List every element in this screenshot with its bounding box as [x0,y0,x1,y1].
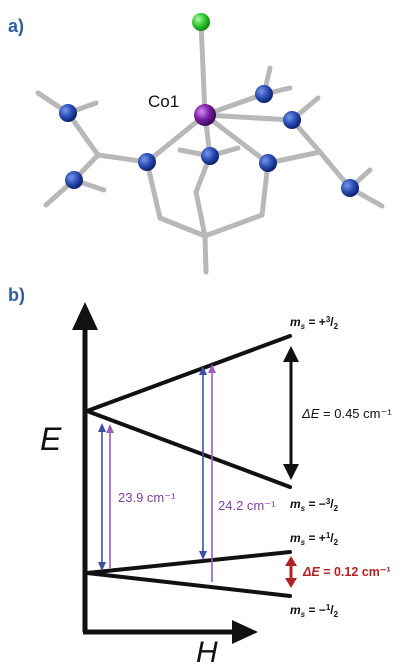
energy-axes [72,302,258,644]
nitrogen-atom [138,153,156,171]
delta-e-lower-label: ΔE = 0.12 cm⁻¹ [302,565,391,579]
bond [193,189,208,239]
nitrogen-atom [59,104,77,122]
nitrogen-atom [255,85,273,103]
nitrogen-atom [259,154,277,172]
level-ms-plus-3-2 [85,334,292,413]
chlorine-atom [192,13,210,31]
panel-a-label: a) [8,16,24,36]
y-axis-label: E [40,421,62,457]
delta-e-upper-label: ΔE = 0.45 cm⁻¹ [301,406,392,421]
bond [202,112,271,166]
transition-label-24-2: 24.2 cm⁻¹ [218,498,276,513]
cobalt-atom [194,104,216,126]
y-axis-arrowhead [72,302,98,330]
nitrogen-atom [283,111,301,129]
bond [144,112,208,165]
bond [198,19,208,118]
label-ms-plus-1-2: ms = +1/2 [290,531,339,547]
bond [202,233,209,275]
atoms [59,13,359,197]
nitrogen-atom [201,147,219,165]
transition-label-23-9: 23.9 cm⁻¹ [118,490,176,505]
label-ms-plus-3-2: ms = +3/2 [290,315,339,331]
x-axis-label: H [196,636,218,664]
panel-b-label: b) [8,285,25,305]
transition-arrows [98,364,216,582]
nitrogen-atom [65,171,83,189]
delta-e-upper-arrow [283,346,299,480]
level-ms-minus-1-2 [85,571,292,598]
bond [157,215,208,239]
level-ms-plus-1-2 [85,550,292,575]
nitrogen-atom [341,179,359,197]
label-ms-minus-3-2: ms = −3/2 [290,497,339,513]
bond [144,159,163,221]
x-axis-arrowhead [232,620,258,644]
level-ms-minus-3-2 [85,409,292,489]
label-ms-minus-1-2: ms = −1/2 [290,603,339,619]
delta-e-lower-arrow [285,556,297,588]
bond [202,212,265,239]
cobalt-atom-label: Co1 [148,92,179,111]
bond [202,112,295,123]
zeeman-levels [85,334,292,598]
